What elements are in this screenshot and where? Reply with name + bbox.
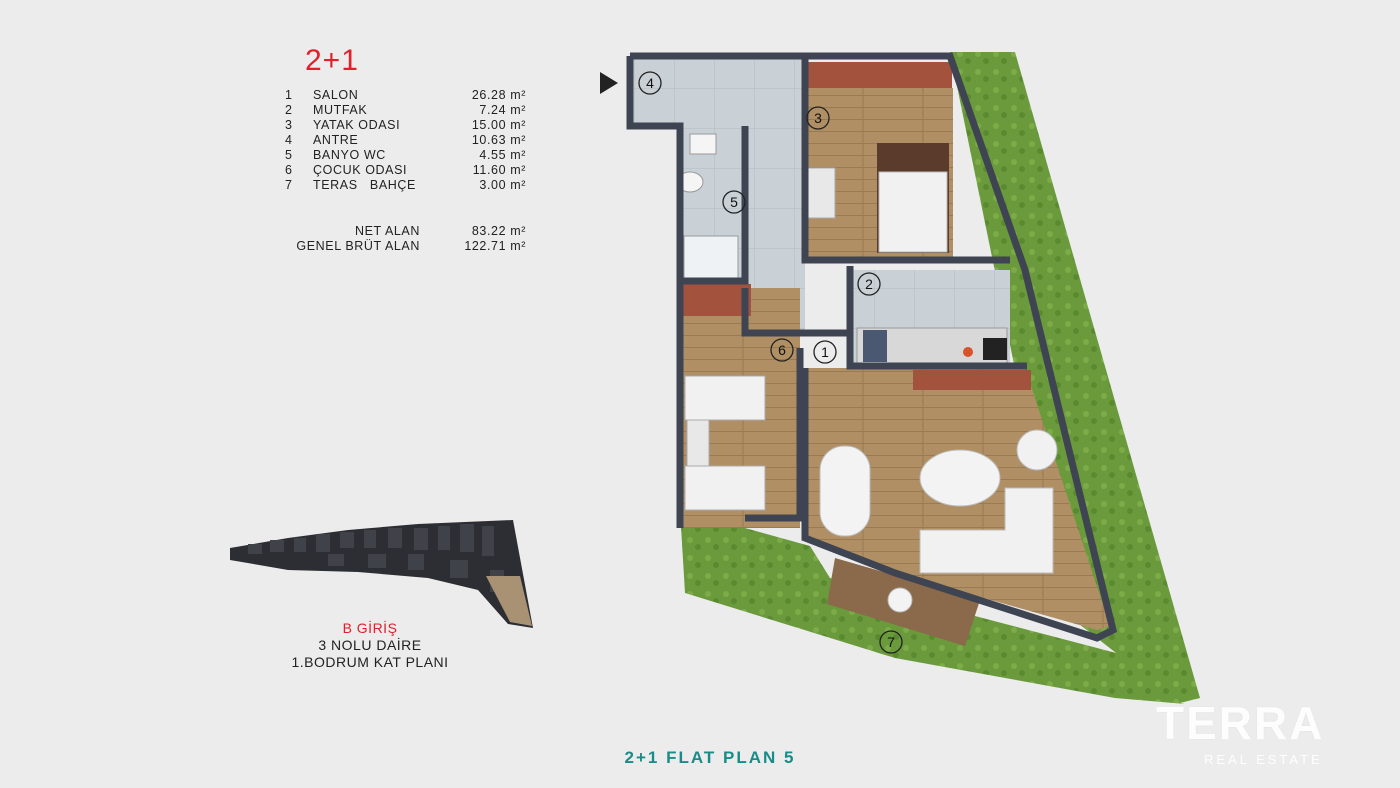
room-number: 2 (285, 103, 293, 117)
room-area: 11.60 m² (472, 163, 526, 177)
entrance-arrow-icon (600, 72, 618, 94)
bedroom-balcony (807, 62, 952, 88)
room-area: 4.55 m² (479, 148, 526, 162)
room-number: 4 (285, 133, 293, 147)
gross-area-row: GENEL BRÜT ALAN 122.71 m² (285, 239, 530, 254)
net-area-label: NET ALAN (354, 224, 420, 238)
room-row-banyo-wc: 5 BANYO WC 4.55 m² (285, 148, 530, 163)
room-area: 3.00 m² (479, 178, 526, 192)
svg-text:2: 2 (865, 276, 873, 292)
room-tag-2: 2 (857, 272, 881, 296)
garden-right (950, 52, 1200, 703)
room-area: 7.24 m² (479, 103, 526, 117)
room-number: 1 (285, 88, 293, 102)
coffee-table-icon (919, 449, 1001, 507)
gross-area-label: GENEL BRÜT ALAN (296, 239, 420, 253)
dining-table-icon (819, 445, 871, 537)
room-area: 10.63 m² (471, 133, 526, 147)
terrace-table-icon (887, 587, 913, 613)
room-name: YATAK ODASI (313, 118, 401, 132)
highlighted-unit (486, 576, 532, 626)
room-number: 5 (285, 148, 293, 162)
area-totals: NET ALAN 83.22 m² GENEL BRÜT ALAN 122.71… (285, 224, 530, 254)
svg-text:6: 6 (778, 342, 786, 358)
room-tags: 1 2 3 4 5 6 7 (638, 71, 903, 654)
room-name: BANYO WC (313, 148, 386, 162)
walls (626, 52, 1118, 642)
key-plan-caption: B GİRİŞ 3 NOLU DAİRE 1.BODRUM KAT PLANI (240, 620, 500, 671)
pot-icon (963, 347, 973, 357)
entrance-label: B GİRİŞ (342, 620, 398, 636)
gross-area-value: 122.71 m² (464, 239, 526, 253)
flat-plan-title: 2+1 FLAT PLAN 5 (624, 748, 796, 767)
sink-icon (689, 133, 717, 155)
room-name: SALON (313, 88, 359, 102)
room-name: ANTRE (313, 133, 359, 147)
brand-logo: TERRA REAL ESTATE (1152, 696, 1382, 776)
room-list: 1 SALON 26.28 m² 2 MUTFAK 7.24 m² 3 YATA… (285, 88, 530, 193)
room-name: ÇOCUK ODASI (313, 163, 408, 177)
kids-desk-icon (686, 419, 710, 467)
entry-hall-floor (630, 56, 805, 126)
single-bed-1-icon (684, 375, 766, 421)
kids-room-balcony (681, 284, 751, 316)
site-units-pattern (248, 524, 504, 592)
brand-name: TERRA (1156, 697, 1325, 749)
plan-title: 2+1 (305, 44, 359, 77)
net-area-value: 83.22 m² (471, 224, 526, 238)
desk-icon (806, 167, 836, 219)
tv-unit-icon (913, 370, 1031, 390)
single-bed-2-icon (684, 465, 766, 511)
brand-subtitle: REAL ESTATE (1204, 752, 1323, 767)
room-row-mutfak: 2 MUTFAK 7.24 m² (285, 103, 530, 118)
floor-plan: 1 2 3 4 5 6 7 (600, 52, 1200, 704)
site-key-plan (230, 520, 533, 628)
room-tag-4: 4 (638, 71, 662, 95)
room-area: 26.28 m² (471, 88, 526, 102)
room-row-yatak-odasi: 3 YATAK ODASI 15.00 m² (285, 118, 530, 133)
room-row-antre: 4 ANTRE 10.63 m² (285, 133, 530, 148)
svg-text:7: 7 (887, 634, 895, 650)
room-name: TERAS BAHÇE (313, 178, 416, 192)
fridge-icon (863, 330, 887, 362)
net-area-row: NET ALAN 83.22 m² (285, 224, 530, 239)
svg-text:4: 4 (646, 75, 654, 91)
svg-text:1: 1 (821, 344, 829, 360)
room-number: 6 (285, 163, 293, 177)
cooktop-icon (983, 338, 1007, 360)
armchair-icon (1016, 429, 1058, 471)
room-tag-6: 6 (770, 338, 794, 362)
room-number: 7 (285, 178, 293, 192)
unit-label: 3 NOLU DAİRE (318, 637, 422, 653)
room-area: 15.00 m² (471, 118, 526, 132)
room-name: MUTFAK (313, 103, 368, 117)
room-tag-7: 7 (879, 630, 903, 654)
svg-text:5: 5 (730, 194, 738, 210)
room-number: 3 (285, 118, 293, 132)
room-tag-3: 3 (806, 106, 830, 130)
shower-icon (683, 235, 739, 279)
room-tag-1: 1 (813, 340, 837, 364)
room-row-salon: 1 SALON 26.28 m² (285, 88, 530, 103)
room-row-cocuk-odasi: 6 ÇOCUK ODASI 11.60 m² (285, 163, 530, 178)
room-row-teras-bahce: 7 TERAS BAHÇE 3.00 m² (285, 178, 530, 193)
sofa-icon (919, 487, 1054, 574)
room-tag-5: 5 (722, 190, 746, 214)
svg-text:3: 3 (814, 110, 822, 126)
double-bed-icon (878, 171, 948, 253)
floor-label: 1.BODRUM KAT PLANI (291, 654, 449, 670)
